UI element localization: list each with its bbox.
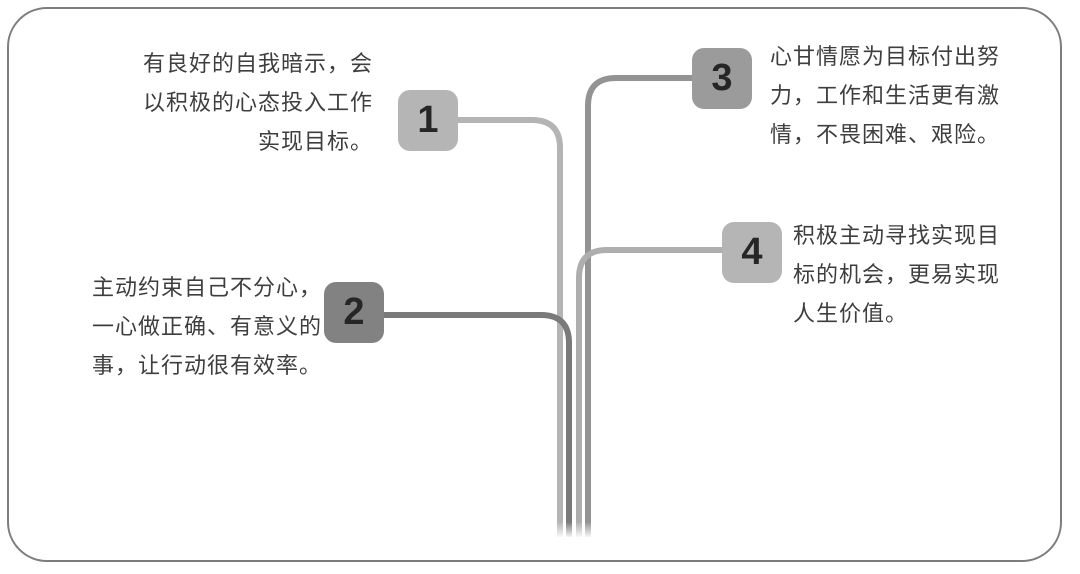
item-2-text: 主动约束自己不分心， 一心做正确、有意义的 事，让行动很有效率。 — [92, 268, 334, 385]
item-3-number-badge: 3 — [692, 48, 752, 109]
item-1-connector — [457, 117, 563, 537]
item-1-number-badge: 1 — [398, 90, 458, 151]
item-1-text-line: 实现目标。 — [257, 129, 373, 154]
item-4-text-line: 标的机会，更易实现 — [793, 262, 1001, 287]
item-2-text-line: 主动约束自己不分心， — [92, 275, 323, 300]
item-2-text-line: 事，让行动很有效率。 — [92, 353, 323, 378]
item-3-text: 心甘情愿为目标付出努 力，工作和生活更有激 情，不畏困难、艰险。 — [770, 37, 1012, 154]
item-2-connector — [383, 312, 572, 537]
item-3-connector — [585, 75, 694, 537]
item-3-text-line: 心甘情愿为目标付出努 — [770, 44, 1001, 69]
item-2-number-badge: 2 — [324, 282, 384, 343]
item-4-number-badge: 4 — [722, 222, 782, 283]
item-4-text: 积极主动寻找实现目 标的机会，更易实现 人生价值。 — [793, 216, 1025, 333]
diagram-border — [7, 7, 1062, 562]
item-4-text-line: 人生价值。 — [793, 301, 909, 326]
item-1-text: 有良好的自我暗示，会 以积极的心态投入工作 实现目标。 — [118, 44, 373, 161]
item-1-text-line: 以积极的心态投入工作 — [142, 90, 373, 115]
item-4-text-line: 积极主动寻找实现目 — [793, 223, 1001, 248]
item-4-connector — [576, 247, 723, 537]
stem-fade — [552, 522, 596, 540]
item-2-text-line: 一心做正确、有意义的 — [92, 314, 323, 339]
item-1-text-line: 有良好的自我暗示，会 — [142, 51, 373, 76]
item-3-text-line: 情，不畏困难、艰险。 — [770, 122, 1001, 147]
item-3-text-line: 力，工作和生活更有激 — [770, 83, 1001, 108]
